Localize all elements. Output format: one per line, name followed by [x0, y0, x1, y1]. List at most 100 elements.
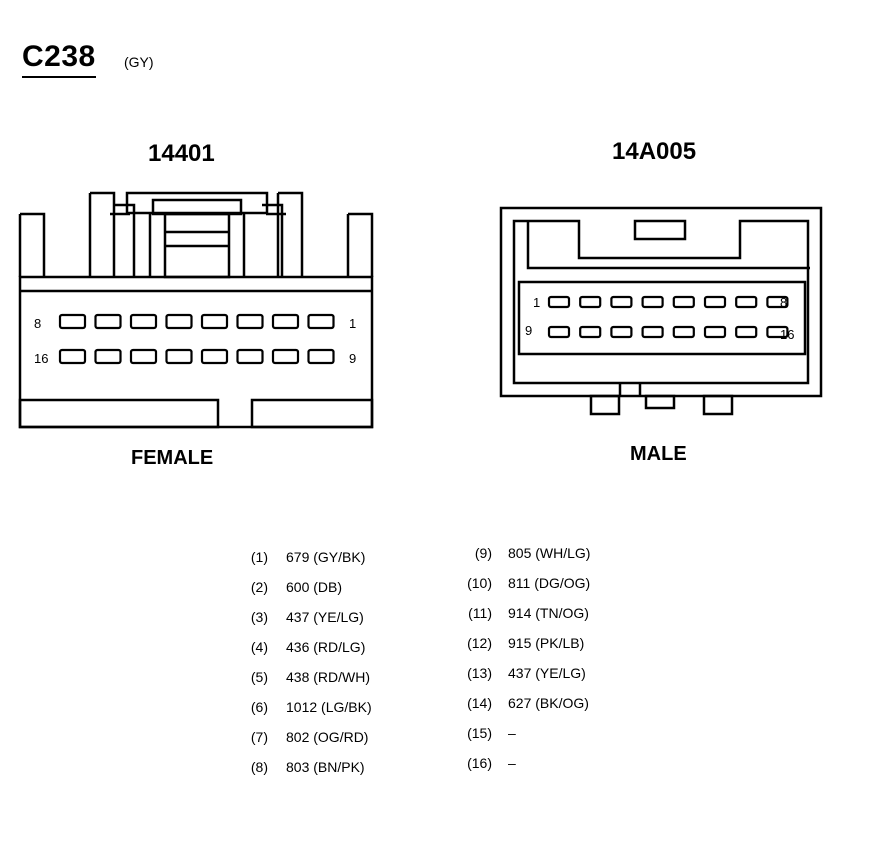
- male-pin-cavity: [735, 325, 758, 339]
- female-pin-cavity: [165, 348, 193, 365]
- pinout-row: (14) 627 (BK/OG): [462, 694, 589, 712]
- female-pin-cavity: [236, 348, 264, 365]
- pin-circuit: 811 (DG/OG): [508, 575, 591, 591]
- pin-number: (11): [468, 605, 492, 621]
- pin-number: (15): [467, 725, 492, 741]
- female-pin-label-8: 8: [34, 316, 42, 331]
- female-pin-cavity: [94, 313, 122, 330]
- pin-circuit: 803 (BN/PK): [286, 759, 365, 775]
- female-connector-drawing: [18, 191, 374, 429]
- pinout-row: (2) 600 (DB): [250, 578, 342, 596]
- pin-number: (14): [467, 695, 492, 711]
- pin-circuit: 436 (RD/LG): [286, 639, 366, 655]
- pin-number: (8): [250, 759, 268, 775]
- pin-circuit: 438 (RD/WH): [286, 669, 371, 685]
- pin-circuit: 805 (WH/LG): [508, 545, 591, 561]
- male-pin-cavity: [703, 295, 727, 309]
- pin-number: (2): [250, 579, 268, 595]
- pin-circuit: 679 (GY/BK): [286, 549, 366, 565]
- male-connector-drawing: [499, 206, 823, 416]
- pin-number: (16): [467, 755, 492, 771]
- female-pin-cavity: [200, 313, 229, 330]
- pin-number: (6): [250, 699, 268, 715]
- male-pin-cavity: [579, 325, 602, 339]
- female-pin-label-1: 1: [349, 316, 357, 331]
- male-pin-cavity: [547, 295, 571, 309]
- pinout-row: (3) 437 (YE/LG): [250, 608, 364, 626]
- female-pin-cavity: [236, 313, 264, 330]
- male-pin-cavity: [766, 295, 789, 309]
- male-pin-cavity: [610, 295, 633, 309]
- connector-id: C238: [22, 40, 96, 78]
- pin-number: (4): [250, 639, 268, 655]
- pinout-row: (4) 436 (RD/LG): [250, 638, 365, 656]
- male-pin-cavity: [641, 325, 664, 339]
- pin-circuit: 1012 (LG/BK): [286, 699, 372, 715]
- pin-circuit: 437 (YE/LG): [286, 609, 364, 625]
- pin-circuit: 802 (OG/RD): [286, 729, 369, 745]
- female-label: FEMALE: [131, 447, 214, 469]
- pin-number: (3): [250, 609, 268, 625]
- male-pin-cavity: [579, 295, 602, 309]
- pinout-row: (5) 438 (RD/WH): [250, 668, 370, 686]
- female-pin-cavity: [271, 313, 300, 330]
- male-part-number: 14A005: [612, 138, 697, 165]
- female-pin-label-9: 9: [349, 351, 357, 366]
- male-pin-label-1: 1: [533, 295, 541, 310]
- connector-color: (GY): [124, 54, 154, 70]
- male-pin-label-8: 8: [780, 295, 788, 310]
- pin-circuit: 914 (TN/OG): [508, 605, 589, 621]
- pin-number: (12): [467, 635, 492, 651]
- female-pin-cavity: [200, 348, 229, 365]
- male-pin-cavity: [641, 295, 664, 309]
- pinout-row: (1) 679 (GY/BK): [250, 548, 366, 566]
- pinout-row: (9) 805 (WH/LG): [462, 544, 591, 562]
- pin-circuit: 600 (DB): [286, 579, 343, 595]
- male-pin-cavity: [672, 295, 695, 309]
- pinout-row: (15)–: [462, 724, 516, 742]
- female-pin-cavity: [129, 313, 158, 330]
- pinout-row: (7) 802 (OG/RD): [250, 728, 369, 746]
- pin-number: (9): [474, 545, 492, 561]
- female-pin-cavity: [58, 348, 87, 365]
- pin-circuit: 627 (BK/OG): [508, 695, 589, 711]
- pin-circuit: 437 (YE/LG): [508, 665, 586, 681]
- pinout-row: (11) 914 (TN/OG): [462, 604, 589, 622]
- male-pin-cavities: [547, 295, 789, 339]
- male-pin-cavity: [703, 325, 727, 339]
- male-label: MALE: [630, 443, 687, 465]
- pinout-row: (10) 811 (DG/OG): [462, 574, 590, 592]
- pinout-row: (16)–: [462, 754, 516, 772]
- pin-number: (5): [250, 669, 268, 685]
- male-pin-cavity: [735, 295, 758, 309]
- male-pin-label-16: 16: [780, 327, 795, 342]
- pin-circuit: –: [508, 755, 516, 771]
- female-pin-cavity: [271, 348, 300, 365]
- pinout-row: (12) 915 (PK/LB): [462, 634, 584, 652]
- pin-circuit: 915 (PK/LB): [508, 635, 585, 651]
- male-pin-cavity: [766, 325, 789, 339]
- male-pin-label-9: 9: [525, 323, 533, 338]
- pinout-row: (6) 1012 (LG/BK): [250, 698, 372, 716]
- male-pin-cavity: [610, 325, 633, 339]
- pin-number: (13): [467, 665, 492, 681]
- pin-number: (7): [250, 729, 268, 745]
- female-pin-cavity: [307, 348, 335, 365]
- pinout-row: (8) 803 (BN/PK): [250, 758, 365, 776]
- female-body: [18, 275, 374, 429]
- female-pin-cavity: [94, 348, 122, 365]
- pinout-row: (13) 437 (YE/LG): [462, 664, 586, 682]
- pin-number: (1): [250, 549, 268, 565]
- female-pin-cavity: [165, 313, 193, 330]
- female-pin-cavity: [307, 313, 335, 330]
- pin-number: (10): [467, 575, 492, 591]
- male-pin-cavity: [547, 325, 571, 339]
- pin-circuit: –: [508, 725, 516, 741]
- female-pin-label-16: 16: [34, 351, 49, 366]
- female-part-number: 14401: [148, 140, 215, 167]
- female-pin-cavity: [58, 313, 87, 330]
- female-pin-cavity: [129, 348, 158, 365]
- female-pin-cavities: [58, 313, 335, 365]
- male-pin-cavity: [672, 325, 695, 339]
